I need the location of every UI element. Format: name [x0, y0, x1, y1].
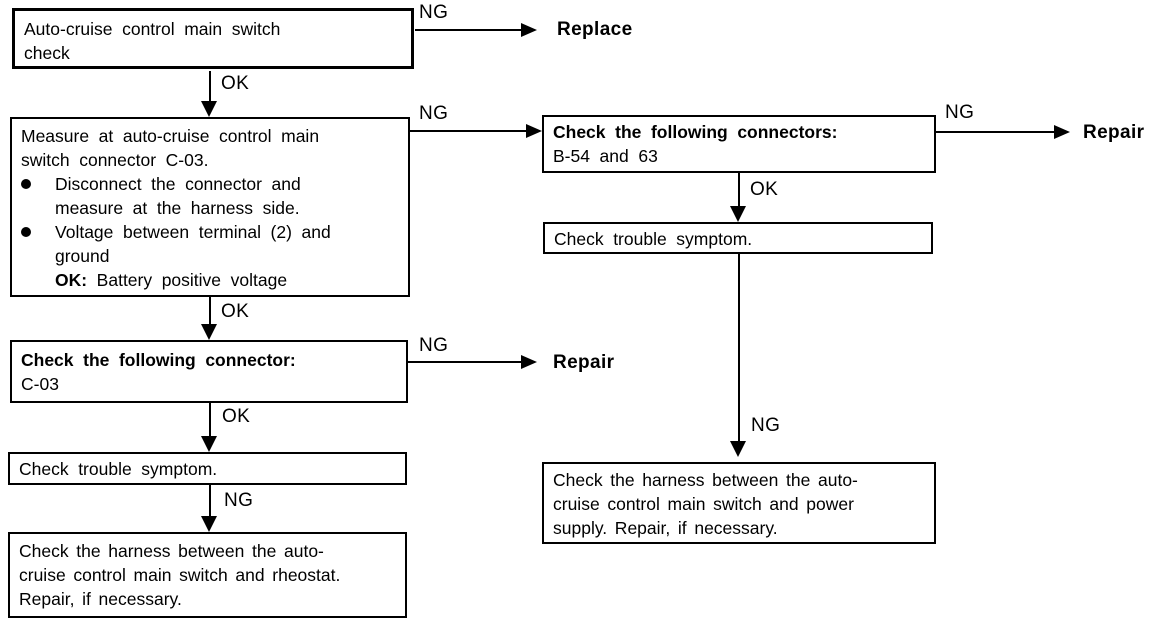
box-text-line: ground: [55, 246, 110, 266]
arrowhead-down-icon: [730, 206, 746, 222]
edge-label-ng: NG: [419, 103, 449, 124]
bullet-text: Disconnect the connector and measure at …: [55, 172, 301, 220]
box-title: Check the following connector:: [21, 350, 296, 370]
connector-line-ok: [738, 173, 740, 206]
connector-line-ok: [209, 403, 211, 436]
terminal-repair: Repair: [1083, 122, 1145, 143]
arrowhead-right-icon: [526, 124, 542, 138]
flow-box-measure-connector: Measure at auto-cruise control main swit…: [10, 117, 410, 297]
flow-box-check-connectors-b54-63: Check the following connectors: B-54 and…: [542, 115, 936, 173]
box-detail: C-03: [21, 374, 59, 394]
arrowhead-right-icon: [1054, 125, 1070, 139]
box-text-line: cruise control main switch and rheostat.: [19, 565, 341, 585]
connector-line-ok: [209, 71, 211, 103]
edge-label-ng: NG: [945, 102, 975, 123]
arrowhead-down-icon: [201, 516, 217, 532]
box-detail: B-54 and 63: [553, 146, 658, 166]
flow-box-check-trouble-left: Check trouble symptom.: [8, 452, 407, 485]
connector-line-ng-repair: [408, 361, 523, 363]
box-text-line: Auto-cruise control main switch: [24, 19, 281, 39]
flow-box-harness-power-supply: Check the harness between the auto- crui…: [542, 462, 936, 544]
box-text-line: Check the harness between the auto-: [553, 470, 858, 490]
edge-label-ok: OK: [221, 301, 250, 322]
box-text-line: Voltage between terminal (2) and: [55, 222, 331, 242]
edge-label-ng: NG: [419, 335, 449, 356]
flow-box-harness-rheostat: Check the harness between the auto- crui…: [8, 532, 407, 618]
connector-line-ng-replace: [415, 29, 523, 31]
flow-box-check-connector-c03: Check the following connector: C-03: [10, 340, 408, 403]
bullet-text: Voltage between terminal (2) and ground: [55, 220, 331, 268]
ok-spec-value: Battery positive voltage: [96, 270, 288, 290]
terminal-repair: Repair: [553, 352, 615, 373]
bullet-item: Voltage between terminal (2) and ground: [21, 220, 399, 268]
arrowhead-down-icon: [201, 324, 217, 340]
box-text-line: measure at the harness side.: [55, 198, 300, 218]
edge-label-ok: OK: [222, 406, 251, 427]
connector-line-ng: [738, 254, 740, 441]
arrowhead-down-icon: [201, 101, 217, 117]
box-text-line: Measure at auto-cruise control main: [21, 126, 320, 146]
edge-label-ng: NG: [224, 490, 254, 511]
ok-spec-label: OK:: [55, 270, 88, 290]
box-text-line: switch connector C-03.: [21, 150, 209, 170]
edge-label-ng: NG: [751, 415, 781, 436]
box-text-line: Repair, if necessary.: [19, 589, 182, 609]
bullet-icon: [21, 179, 31, 189]
box-text-line: Check the harness between the auto-: [19, 541, 324, 561]
bullet-item: Disconnect the connector and measure at …: [21, 172, 399, 220]
connector-line-ng: [410, 130, 526, 132]
box-text-line: check: [24, 43, 70, 63]
arrowhead-down-icon: [730, 441, 746, 457]
box-text-line: Check trouble symptom.: [554, 229, 753, 249]
box-text-line: supply. Repair, if necessary.: [553, 518, 778, 538]
arrowhead-down-icon: [201, 436, 217, 452]
ok-spec-line: OK: Battery positive voltage: [21, 268, 399, 292]
box-title: Check the following connectors:: [553, 122, 838, 142]
connector-line-ng-repair: [936, 131, 1056, 133]
terminal-replace: Replace: [557, 19, 633, 40]
connector-line-ok: [209, 297, 211, 326]
edge-label-ok: OK: [221, 73, 250, 94]
arrowhead-right-icon: [521, 23, 537, 37]
box-text-line: Check trouble symptom.: [19, 459, 218, 479]
connector-line-ng: [209, 485, 211, 516]
edge-label-ok: OK: [750, 179, 779, 200]
edge-label-ng: NG: [419, 2, 449, 23]
flow-box-main-switch-check: Auto-cruise control main switch check: [12, 8, 414, 69]
box-text-line: Disconnect the connector and: [55, 174, 301, 194]
bullet-icon: [21, 227, 31, 237]
arrowhead-right-icon: [521, 355, 537, 369]
flow-box-check-trouble-right: Check trouble symptom.: [543, 222, 933, 254]
box-text-line: cruise control main switch and power: [553, 494, 854, 514]
